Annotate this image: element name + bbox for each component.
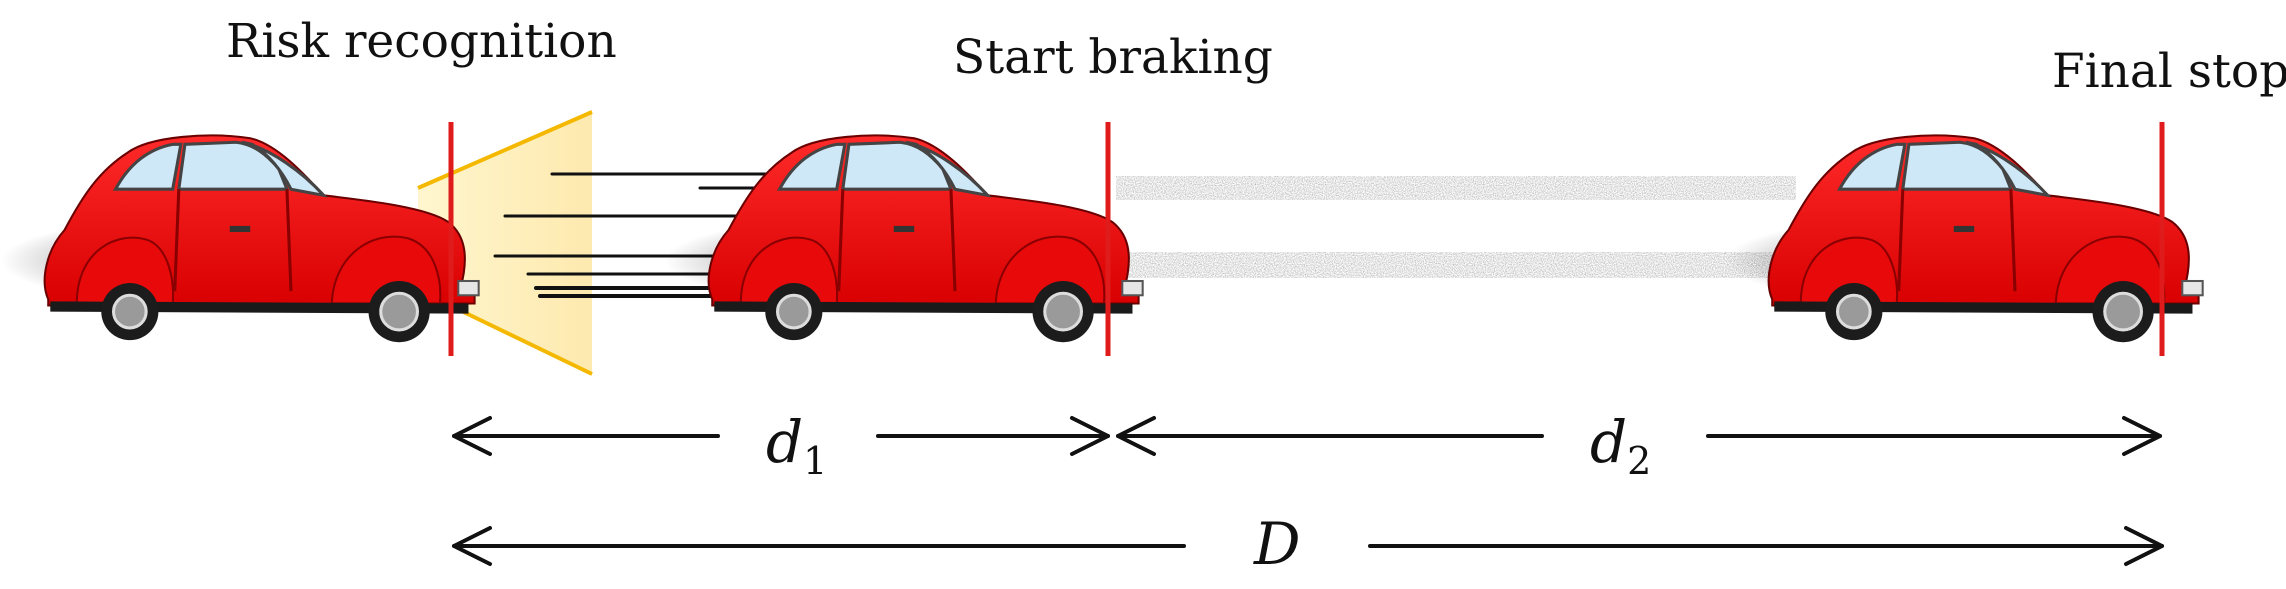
car-final-stop — [1722, 133, 2205, 344]
arrow-d1 — [452, 416, 1110, 456]
arrow-total-distance — [452, 526, 2164, 566]
label-d1: d1 — [766, 408, 828, 483]
car-risk-recognition — [0, 133, 481, 344]
label-final-stop: Final stop — [2052, 44, 2286, 99]
skid-marks — [1116, 176, 1806, 278]
label-d2: d2 — [1590, 408, 1652, 483]
arrow-d2 — [1116, 416, 2162, 456]
label-risk-recognition: Risk recognition — [226, 14, 617, 69]
car-start-braking — [662, 133, 1145, 344]
label-total-distance: D — [1254, 510, 1301, 578]
label-start-braking: Start braking — [953, 30, 1273, 85]
